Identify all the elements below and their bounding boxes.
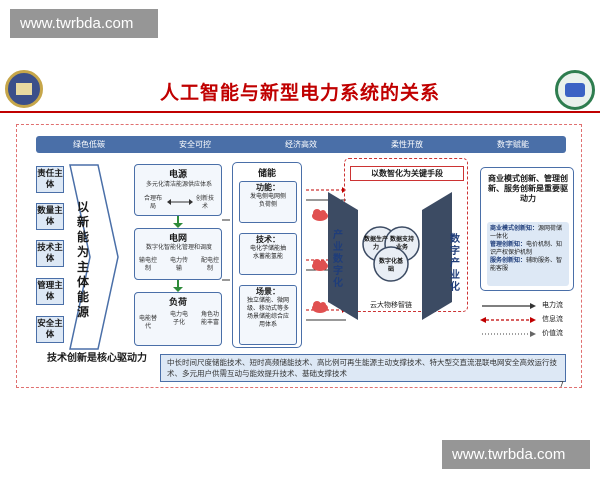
grid-item: 电力传输 [170,257,189,272]
tech-text: 电化学储能抽水蓄能氢能 [249,245,286,260]
storage-function-box: 功能： 发电侧电网侧负荷侧 [239,181,297,223]
legend-label: 信息流 [542,315,563,323]
innovation-key: 商业模式创新知： [490,225,539,232]
down-arrow-icon [173,280,183,292]
university-logo-icon [5,70,43,108]
innovation-list: 商业模式创新知：源网荷储一体化 管理创新知：电价机制、知识产权保护机制 服务创新… [487,222,569,286]
page-title: 人工智能与新型电力系统的关系 [159,82,440,104]
data-support-label: 数据支持业务 [389,236,414,251]
cloud-icon [312,209,328,221]
organization-logo-icon [555,70,595,110]
power-grid-box: 电网 数字化智能化管理和调度 输电控制 电力传输 配电控制 [134,228,222,280]
banner-item: 绿色低碳 [73,140,105,149]
subject-box: 安全主体 [36,316,64,343]
legend-info-flow: 信息流 [480,314,575,326]
grid-item: 配电控制 [201,257,220,272]
value-banner: 绿色低碳 安全可控 经济高效 柔性开放 数字赋能 [36,136,566,153]
legend: 电力流 信息流 价值流 [480,298,575,342]
power-source-box: 电源 多元化清洁能源供应体系 合理布局 创新技术 [134,164,222,216]
source-tech: 创新技术 [195,195,214,210]
legend-label: 价值流 [542,329,563,337]
main-energy-label: 以新能为主体能源 [76,200,89,319]
load-item: 角色功能丰富 [201,311,220,326]
data-productivity-label: 数据生产力 [363,236,388,251]
key-means-label: 以数智化为关键手段 [350,166,464,181]
storage-panel: 储能 功能： 发电侧电网侧负荷侧 技术： 电化学储能抽水蓄能氢能 场景： 独立储… [232,162,302,348]
subject-box: 管理主体 [36,278,64,305]
function-text: 发电侧电网侧负荷侧 [250,193,287,208]
subject-box: 数量主体 [36,203,64,230]
innovation-value: 源网荷储一体化 [490,225,563,240]
cloud-icon [312,259,328,271]
scene-text: 独立储能、微网级、移动式等多场景储能综合应用体系 [246,297,289,328]
core-tech-description: 中长时间尺度储能技术、短时高频储能技术、高比例可再生能源主动支撑技术、特大型交直… [160,354,566,382]
innovation-heading: 商业模式创新、管理创新、服务创新是重要驱动力 [488,174,568,203]
digital-industrialization-label: 数字产业化 [450,234,460,293]
chevron-arrow-icon [69,164,119,350]
legend-value-flow: 价值流 [480,328,575,340]
center-diagram [328,192,452,320]
banner-item: 数字赋能 [497,140,529,149]
title-divider [0,111,600,113]
power-load-box: 负荷 电能替代 电力电子化 角色功能丰富 [134,292,222,346]
innovation-panel: 商业模式创新、管理创新、服务创新是重要驱动力 商业模式创新知：源网荷储一体化 管… [480,167,574,291]
banner-item: 柔性开放 [391,140,423,149]
innovation-value: 辅助服务、智能客服 [490,257,563,272]
power-chain-panel: 电源 多元化清洁能源供应体系 合理布局 创新技术 电网 数字化智能化管理和调度 … [132,162,224,348]
solid-arrow-icon [482,303,536,309]
down-arrow-icon [173,216,183,228]
source-title: 电源 [168,170,187,180]
watermark-top: www.twrbda.com [10,9,158,38]
cloud-icon [312,301,328,313]
grid-item: 输电控制 [139,257,158,272]
subject-box: 责任主体 [36,166,64,193]
subject-box: 技术主体 [36,240,64,267]
diagram-frame [16,124,582,388]
page-number: 7 [559,380,565,389]
storage-tech-box: 技术： 电化学储能抽水蓄能氢能 [239,233,297,275]
core-driver-label: 技术创新是核心驱动力 [47,353,147,364]
storage-scene-box: 场景： 独立储能、微网级、移动式等多场景储能综合应用体系 [239,285,297,345]
innovation-key: 管理创新知： [490,241,527,248]
watermark-bottom: www.twrbda.com [442,440,590,469]
load-item: 电能替代 [139,315,158,330]
grid-line: 数字化智能化管理和调度 [145,244,212,251]
legend-label: 电力流 [542,301,563,309]
source-line: 多元化清洁能源供应体系 [145,181,212,188]
grid-title: 电网 [168,234,187,244]
source-layout: 合理布局 [143,195,162,210]
banner-item: 安全可控 [179,140,211,149]
load-item: 电力电子化 [170,311,189,326]
industrial-digitalization-label: 产业数字化 [333,230,343,289]
load-title: 负荷 [168,298,187,308]
banner-item: 经济高效 [285,140,317,149]
function-label: 功能： [256,183,280,192]
tech-label: 技术： [256,235,280,244]
digital-foundation-label: 数字化基础 [378,258,403,273]
storage-title: 储能 [257,169,276,179]
dotted-arrow-icon [482,331,536,337]
innovation-value: 电价机制、知识产权保护机制 [490,241,563,256]
double-arrow-icon [167,199,193,205]
tech-stack-label: 云大物移智链 [370,301,412,309]
innovation-item: 商业模式创新知：源网荷储一体化 [490,225,566,241]
legend-power-flow: 电力流 [480,300,575,312]
innovation-item: 管理创新知：电价机制、知识产权保护机制 [490,241,566,257]
innovation-key: 服务创新知： [490,257,527,264]
scene-label: 场景： [256,287,280,296]
innovation-item: 服务创新知：辅助服务、智能客服 [490,257,566,273]
dashed-arrow-icon [480,317,536,323]
